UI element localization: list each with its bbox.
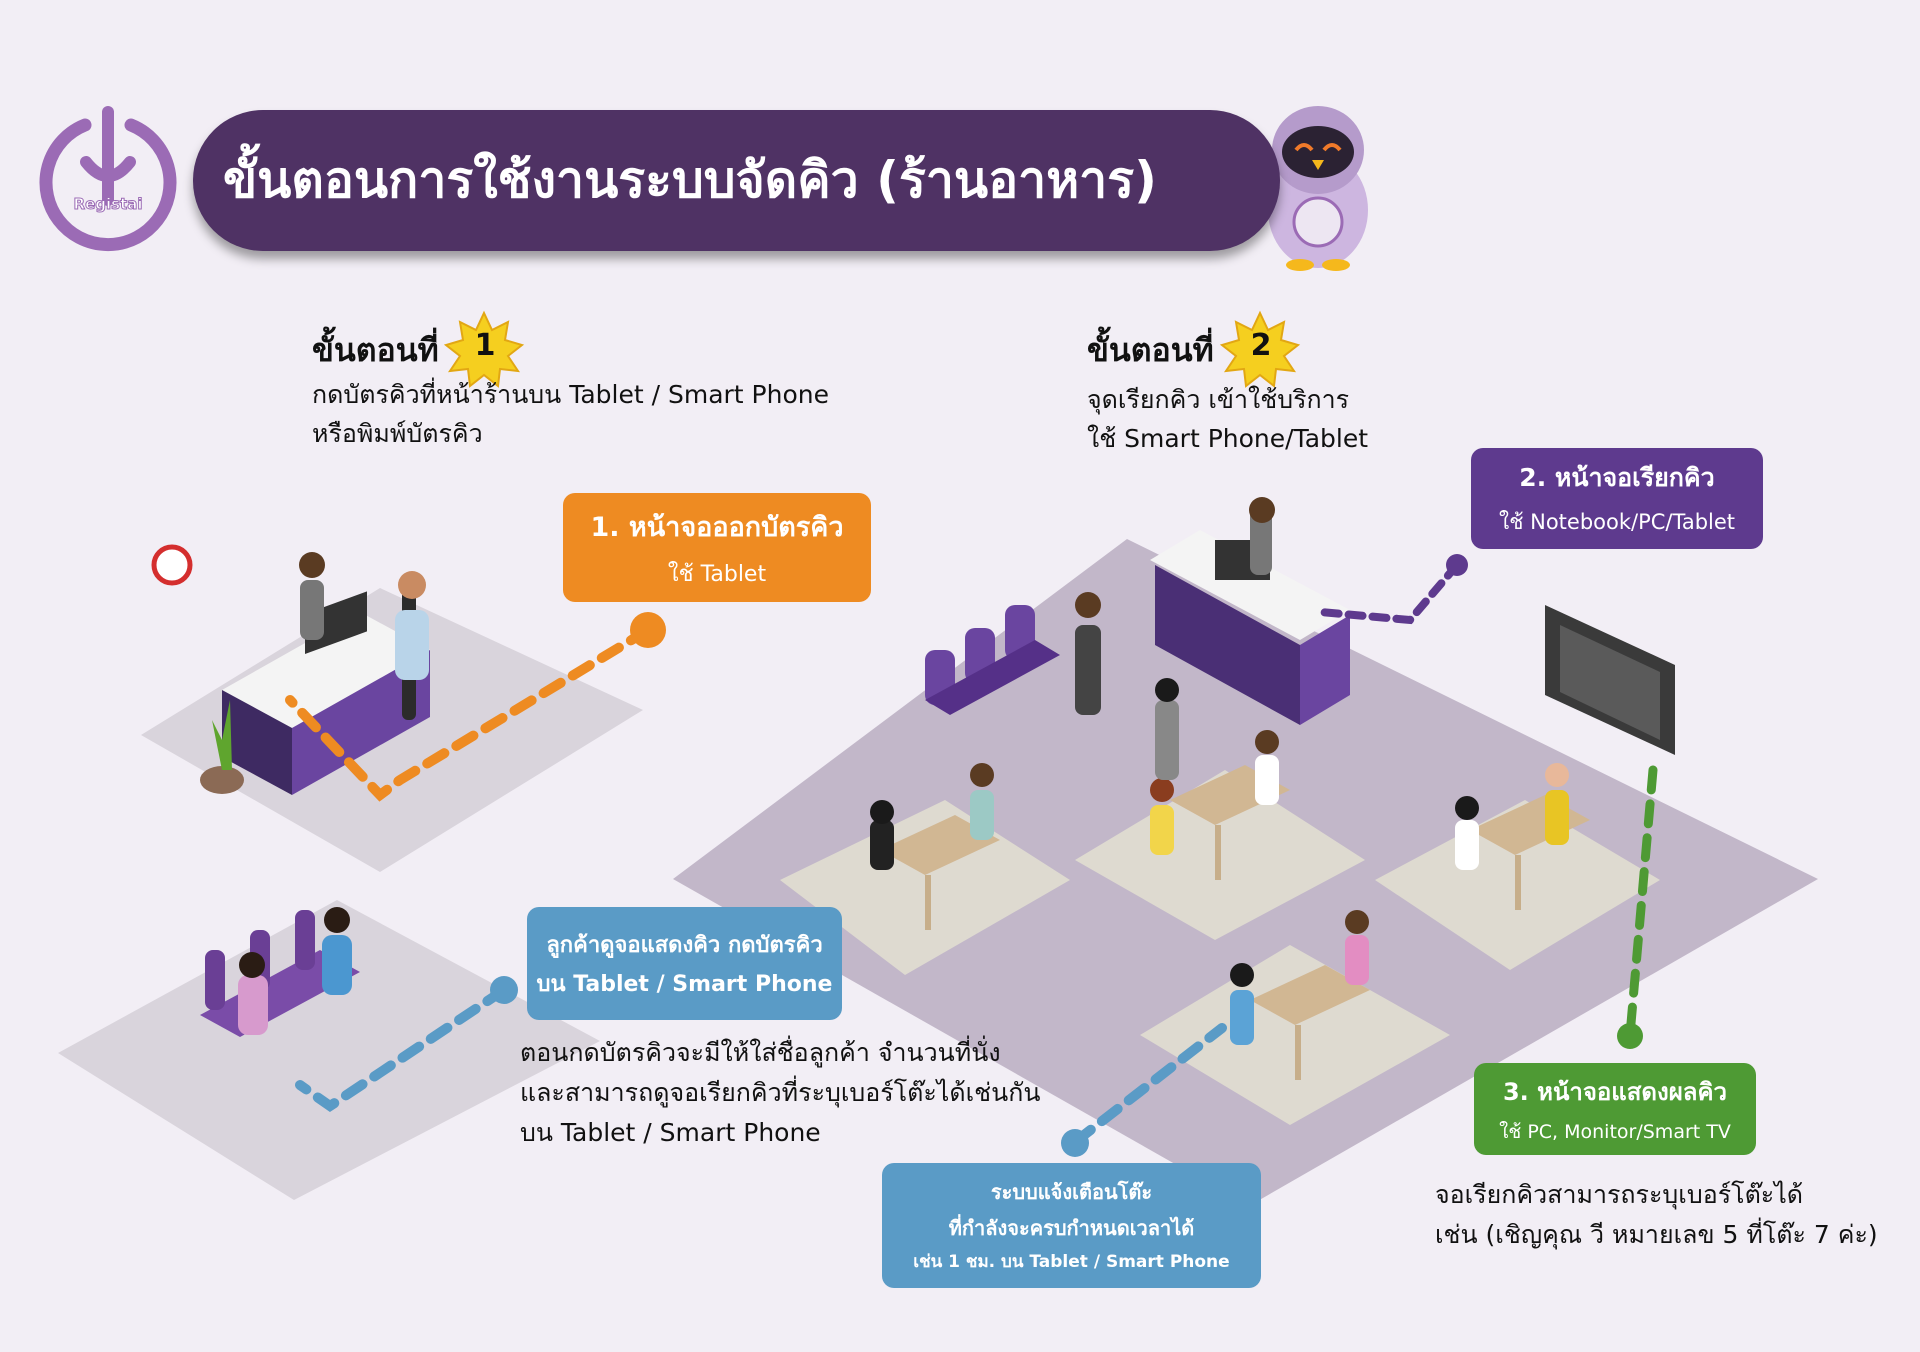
step1-line: หรือพิมพ์บัตรคิว	[312, 419, 483, 448]
waiting-floor	[58, 900, 600, 1200]
registai-logo	[39, 106, 177, 251]
table-alert-callout: ระบบแจ้งเตือนโต๊ะ ที่กำลังจะครบกำหนดเวลา…	[882, 1163, 1261, 1288]
ticket-screen-callout: 1. หน้าจอออกบัตรคิว ใช้ Tablet	[563, 493, 871, 602]
display-monitor	[1545, 605, 1675, 755]
callout-line: บน Tablet / Smart Phone	[536, 971, 833, 997]
callout-line: ระบบแจ้งเตือนโต๊ะ	[990, 1180, 1153, 1204]
logo-text: Registai	[73, 195, 143, 214]
note-line: จอเรียกคิวสามารถระบุเบอร์โต๊ะได้	[1435, 1180, 1804, 1209]
star-badge-2	[1219, 310, 1301, 388]
callout-title: 3. หน้าจอแสดงผลคิว	[1502, 1077, 1728, 1106]
callout-line: ลูกค้าดูจอแสดงคิว กดบัตรคิว	[546, 932, 823, 958]
step1-number: 1	[474, 328, 496, 363]
callout-title: 1. หน้าจอออกบัตรคิว	[590, 511, 844, 543]
step1-heading: ขั้นตอนที่	[312, 331, 439, 369]
page-title: ขั้นตอนการใช้งานระบบจัดคิว (ร้านอาหาร)	[223, 151, 1157, 209]
step2-number: 2	[1250, 328, 1272, 363]
diners	[870, 592, 1569, 1045]
note-line: บน Tablet / Smart Phone	[520, 1118, 821, 1147]
display-note: จอเรียกคิวสามารถระบุเบอร์โต๊ะได้ เช่น (เ…	[1435, 1175, 1878, 1255]
customer-view-callout: ลูกค้าดูจอแสดงคิว กดบัตรคิว บน Tablet / …	[527, 907, 842, 1020]
callout-subtitle: ใช้ Notebook/PC/Tablet	[1498, 510, 1736, 534]
step2-line: จุดเรียกคิว เข้าใช้บริการ	[1087, 385, 1350, 414]
callout-subtitle: ใช้ Tablet	[667, 561, 767, 587]
note-line: ตอนกดบัตรคิวจะมีให้ใส่ชื่อลูกค้า จำนวนที…	[520, 1038, 1001, 1067]
step2-description: จุดเรียกคิว เข้าใช้บริการ ใช้ Smart Phon…	[1087, 380, 1368, 458]
callout-subtitle: ใช้ PC, Monitor/Smart TV	[1499, 1120, 1731, 1143]
call-screen-callout: 2. หน้าจอเรียกคิว ใช้ Notebook/PC/Tablet	[1471, 448, 1763, 549]
callout-line: ที่กำลังจะครบกำหนดเวลาได้	[948, 1216, 1195, 1240]
connector-alert	[1061, 1023, 1227, 1157]
waiting-chairs	[200, 907, 360, 1037]
star-badge-1	[443, 310, 525, 388]
step2-line: ใช้ Smart Phone/Tablet	[1087, 424, 1369, 453]
restaurant-seats	[925, 605, 1060, 715]
title-banner: ขั้นตอนการใช้งานระบบจัดคิว (ร้านอาหาร)	[193, 110, 1280, 251]
front-counter	[151, 544, 430, 795]
connector-ticket	[285, 612, 666, 802]
callout-line: เช่น 1 ชม. บน Tablet / Smart Phone	[913, 1252, 1230, 1272]
connector-customer	[295, 976, 518, 1113]
customer-note: ตอนกดบัตรคิวจะมีให้ใส่ชื่อลูกค้า จำนวนที…	[520, 1033, 1040, 1153]
step2-heading: ขั้นตอนที่	[1087, 331, 1214, 369]
connector-display	[1617, 765, 1658, 1049]
callout-title: 2. หน้าจอเรียกคิว	[1519, 463, 1715, 492]
note-line: และสามารถดูจอเรียกคิวที่ระบุเบอร์โต๊ะได้…	[520, 1078, 1041, 1107]
call-counter	[1150, 497, 1350, 725]
note-line: เช่น (เชิญคุณ วี หมายเลข 5 ที่โต๊ะ 7 ค่ะ…	[1435, 1220, 1878, 1249]
clock-icon	[151, 544, 193, 586]
step1-description: กดบัตรคิวที่หน้าร้านบน Tablet / Smart Ph…	[312, 375, 829, 453]
owl-mascot	[1268, 106, 1368, 271]
display-screen-callout: 3. หน้าจอแสดงผลคิว ใช้ PC, Monitor/Smart…	[1474, 1063, 1756, 1155]
step1-line: กดบัตรคิวที่หน้าร้านบน Tablet / Smart Ph…	[312, 380, 829, 409]
connector-call	[1316, 554, 1468, 625]
